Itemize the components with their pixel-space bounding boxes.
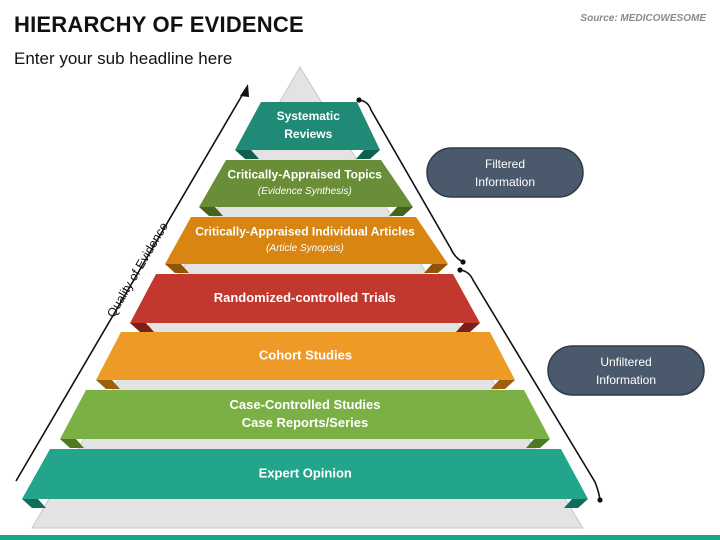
tier-label: Critically-Appraised Topics — [228, 168, 383, 182]
tier-5: Cohort Studies — [96, 332, 515, 389]
page-title: HIERARCHY OF EVIDENCE — [14, 12, 304, 37]
tier-7: Expert Opinion — [22, 449, 588, 508]
tier-fold-left — [235, 150, 259, 159]
filtered-info-pill: Filtered Information — [426, 147, 584, 198]
tier-fold-left — [130, 323, 154, 332]
tier-label: Cohort Studies — [259, 347, 352, 362]
tier-label: Case-Controlled Studies — [230, 397, 381, 412]
filtered-bracket — [356, 97, 466, 265]
unfiltered-label-line2: Information — [596, 373, 656, 387]
source-credit: Source: MEDICOWESOME — [580, 13, 706, 24]
tier-sublabel: (Article Synopsis) — [266, 243, 344, 254]
unfiltered-bracket — [457, 267, 603, 503]
tier-label: Systematic — [277, 109, 341, 123]
filtered-label-line2: Information — [475, 175, 535, 189]
tier-label-line2: Reviews — [284, 127, 332, 141]
tier-fold-right — [456, 323, 480, 332]
page-subtitle: Enter your sub headline here — [14, 49, 233, 68]
tier-band — [22, 449, 588, 499]
tier-band — [199, 160, 413, 207]
tier-label: Critically-Appraised Individual Articles — [195, 225, 415, 239]
tier-fold-left — [96, 380, 120, 389]
tier-fold-right — [526, 439, 550, 448]
bottom-accent-bar — [0, 535, 720, 540]
tier-band — [60, 390, 550, 439]
tier-fold-right — [424, 264, 448, 273]
tier-fold-left — [199, 207, 223, 216]
tier-fold-right — [389, 207, 413, 216]
tier-fold-right — [564, 499, 588, 508]
tier-fold-right — [356, 150, 380, 159]
tier-band — [96, 332, 515, 380]
unfiltered-label-line1: Unfiltered — [600, 355, 651, 369]
tier-fold-left — [22, 499, 46, 508]
tier-band — [130, 274, 480, 323]
tier-2: Critically-Appraised Topics (Evidence Syn… — [199, 160, 413, 216]
tier-label: Randomized-controlled Trials — [214, 290, 396, 305]
tier-fold-left — [60, 439, 84, 448]
tier-band — [235, 102, 380, 150]
tier-3: Critically-Appraised Individual Articles… — [165, 217, 448, 273]
tier-sublabel: (Evidence Synthesis) — [258, 186, 352, 197]
tier-4: Randomized-controlled Trials — [130, 274, 480, 332]
filtered-label-line1: Filtered — [485, 157, 525, 171]
tier-label-line2: Case Reports/Series — [242, 415, 368, 430]
tier-fold-left — [165, 264, 189, 273]
axis-arrowhead-icon — [240, 84, 249, 97]
tier-band — [165, 217, 448, 264]
unfiltered-info-pill: Unfiltered Information — [547, 345, 705, 396]
tier-label: Expert Opinion — [259, 465, 352, 480]
tier-fold-right — [491, 380, 515, 389]
